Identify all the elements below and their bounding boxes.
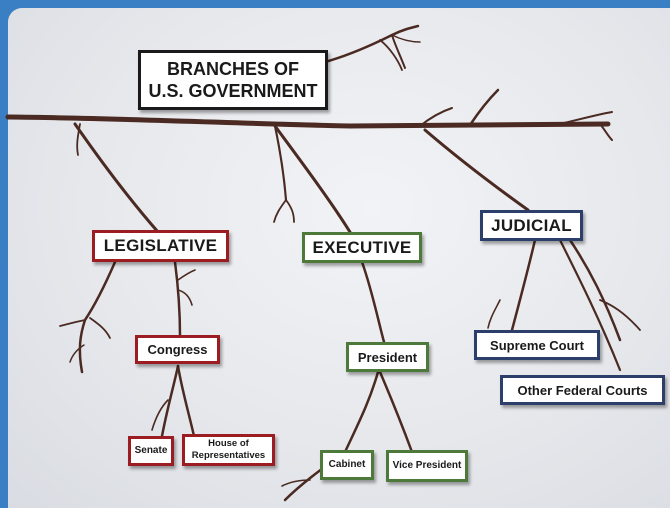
president-label: President — [346, 342, 429, 372]
supreme-court-label: Supreme Court — [474, 330, 600, 360]
title-line-1: BRANCHES OF — [166, 59, 299, 79]
legislative-label: LEGISLATIVE — [92, 230, 229, 262]
cabinet-label: Cabinet — [320, 450, 374, 480]
legislative-stem — [73, 122, 160, 234]
title-line-2: U.S. GOVERNMENT — [148, 81, 318, 101]
executive-stem — [273, 124, 352, 234]
congress-label: Congress — [135, 335, 220, 364]
judicial-stem — [423, 128, 530, 212]
senate-label: Senate — [128, 436, 174, 466]
judicial-label: JUDICIAL — [480, 210, 583, 241]
vice-president-label: Vice President — [386, 450, 468, 482]
executive-label: EXECUTIVE — [302, 232, 422, 263]
house-of-representatives-label: House of Representatives — [182, 434, 275, 466]
diagram-title: BRANCHES OF U.S. GOVERNMENT — [138, 50, 328, 110]
other-federal-courts-label: Other Federal Courts — [500, 375, 665, 405]
main-branch — [5, 114, 611, 129]
top-twig — [323, 24, 420, 64]
